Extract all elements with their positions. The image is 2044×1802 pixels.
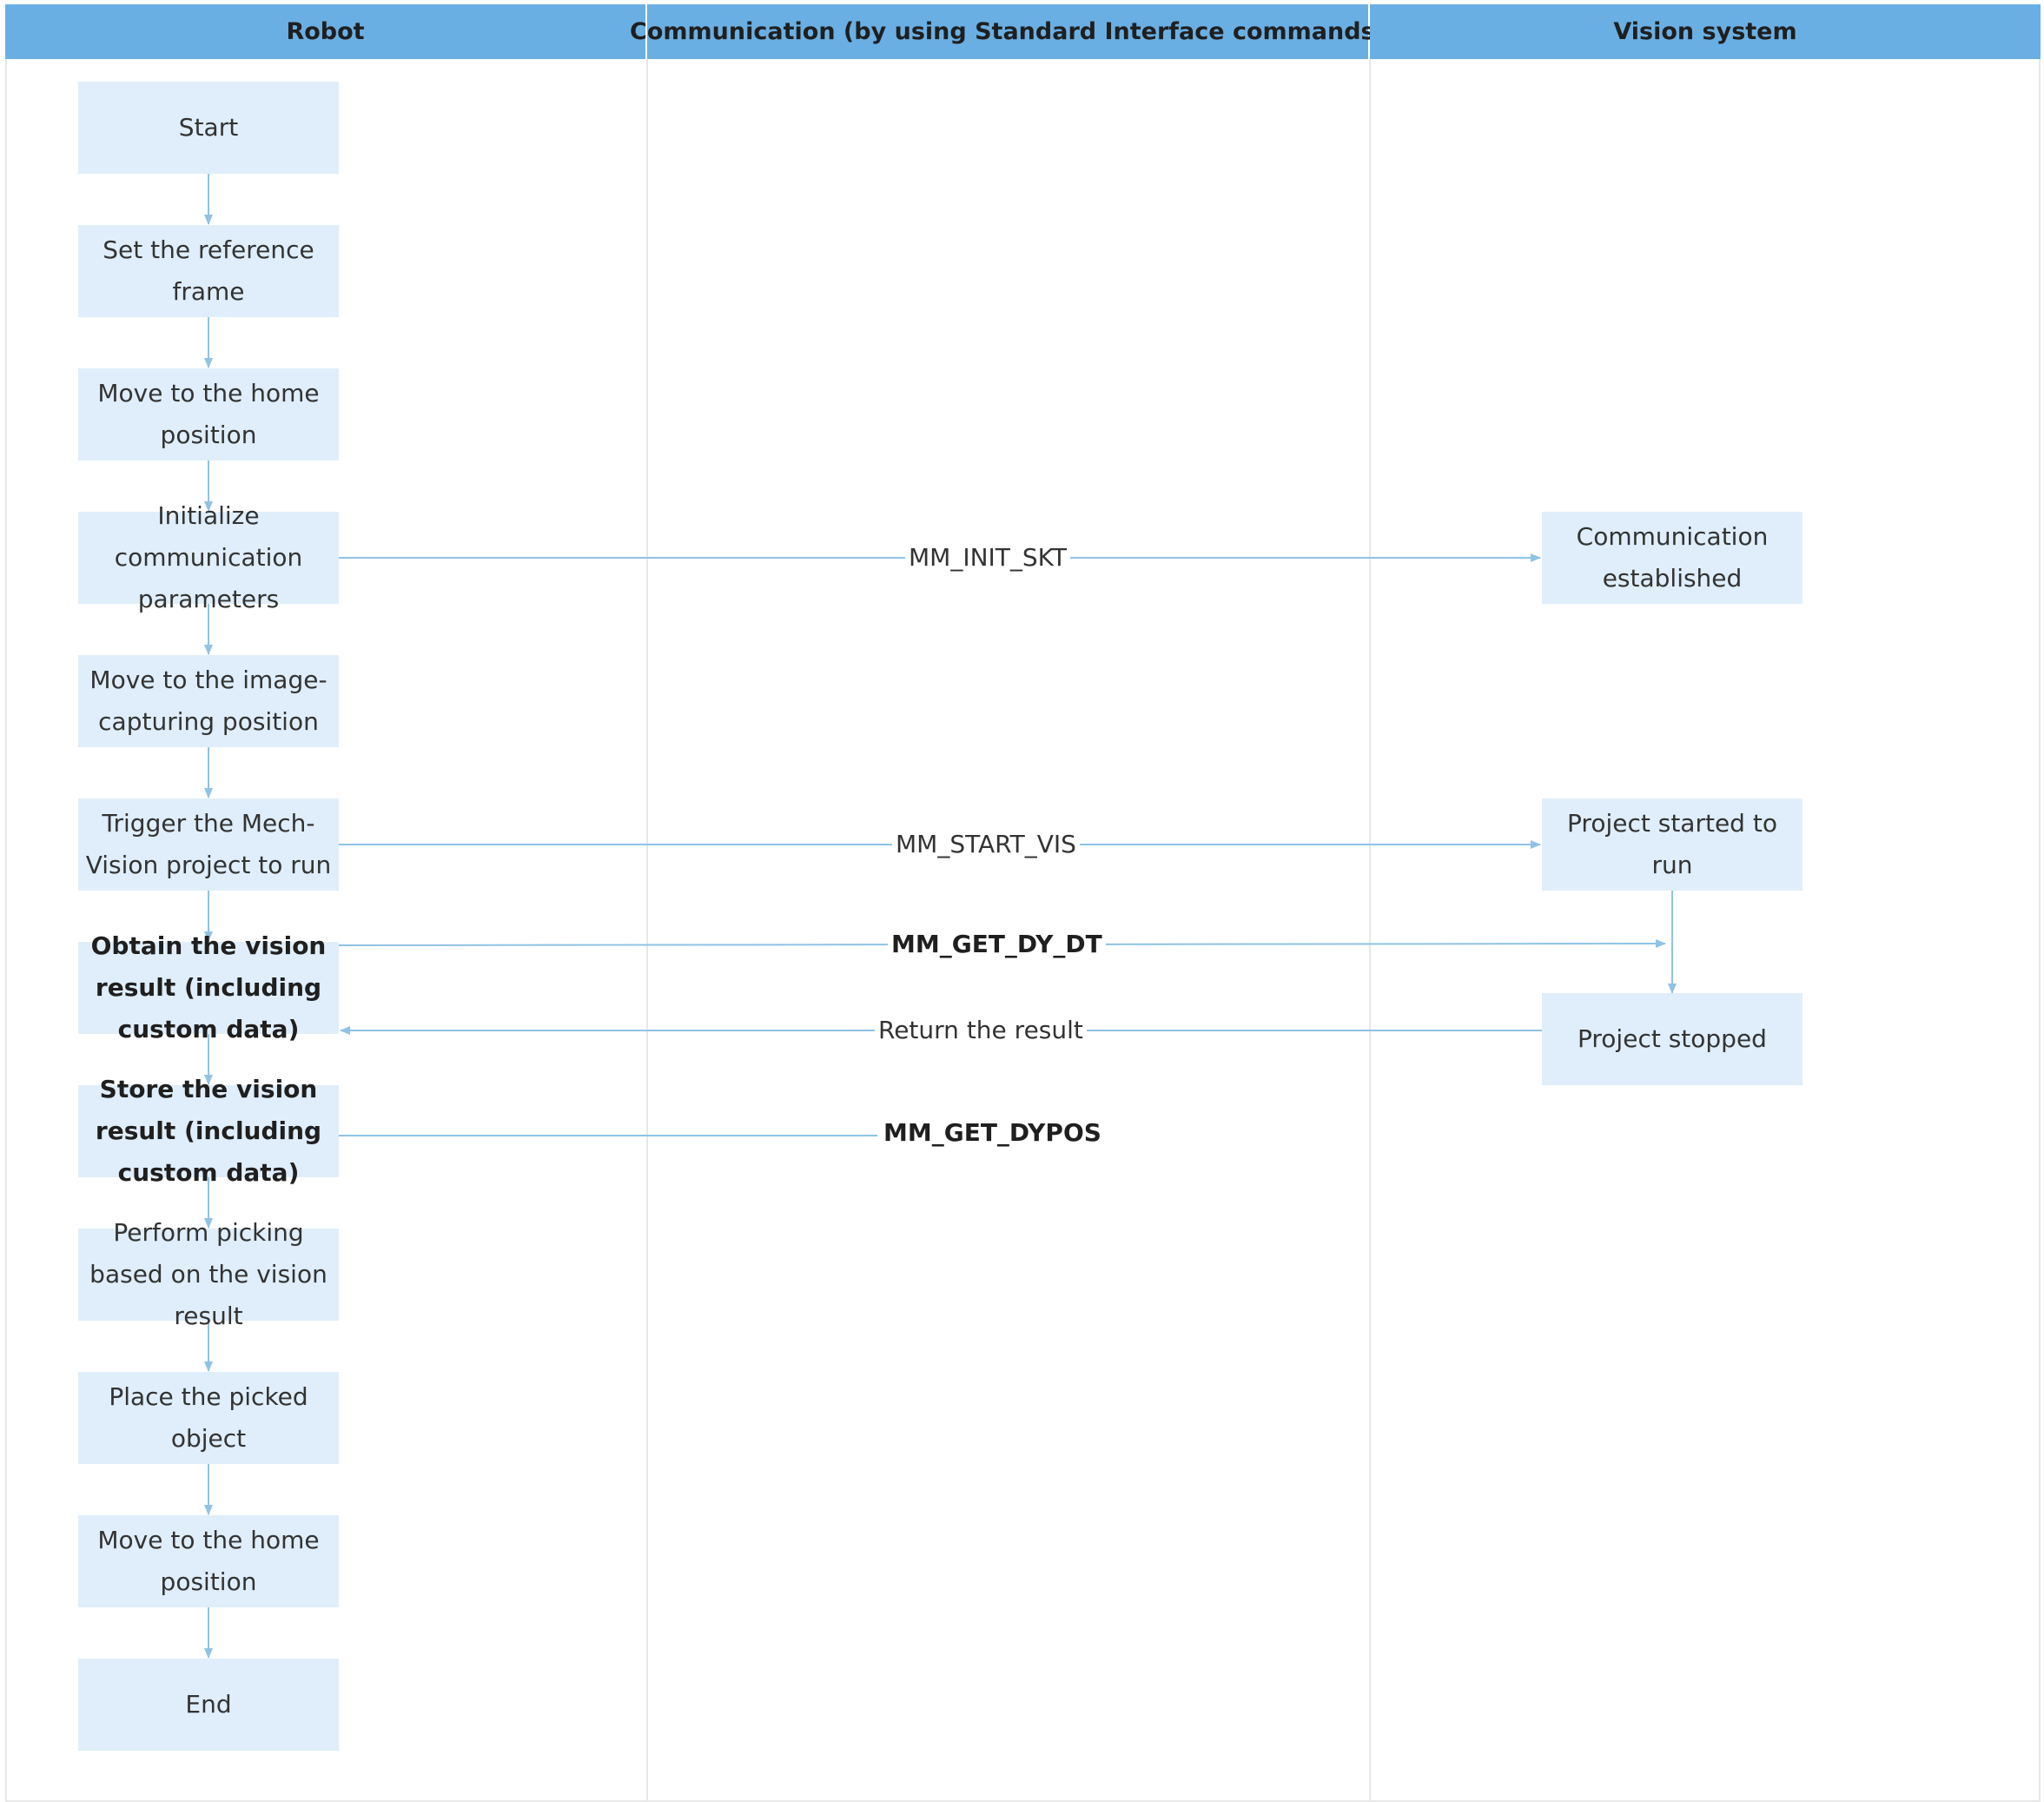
- node-project-started: Project started to run: [1542, 798, 1803, 891]
- node-start: Start: [78, 82, 339, 174]
- lane-divider: [646, 59, 648, 1800]
- node-obtain-vision-result: Obtain the vision result (including cust…: [78, 931, 339, 1043]
- node-trigger-project: Trigger the Mech-Vision project to run: [78, 798, 339, 891]
- node-set-reference-frame: Set the reference frame: [78, 225, 339, 317]
- message-label-get-dy-dt: MM_GET_DY_DT: [888, 929, 1106, 960]
- node-move-capture-position: Move to the image-capturing position: [78, 655, 339, 747]
- node-move-home: Move to the home position: [78, 368, 339, 460]
- node-init-communication: Initialize communication parameters: [78, 501, 339, 613]
- node-place-object: Place the picked object: [78, 1372, 339, 1464]
- node-end: End: [78, 1659, 339, 1751]
- message-label-start-vis: MM_START_VIS: [892, 829, 1080, 860]
- lane-header-robot: Robot: [5, 4, 647, 59]
- node-perform-picking: Perform picking based on the vision resu…: [78, 1218, 339, 1330]
- lane-divider: [1369, 59, 1371, 1800]
- node-move-home-end: Move to the home position: [78, 1515, 339, 1607]
- node-communication-established: Communication established: [1542, 512, 1803, 604]
- message-label-init-skt: MM_INIT_SKT: [905, 542, 1070, 573]
- lane-header-communication: Communication (by using Standard Interfa…: [630, 4, 1386, 59]
- node-project-stopped: Project stopped: [1542, 993, 1803, 1085]
- message-label-return-result: Return the result: [875, 1015, 1087, 1046]
- lane-header-vision: Vision system: [1370, 4, 2041, 59]
- node-store-vision-result: Store the vision result (including custo…: [78, 1075, 339, 1187]
- message-label-get-dypos: MM_GET_DYPOS: [880, 1117, 1105, 1149]
